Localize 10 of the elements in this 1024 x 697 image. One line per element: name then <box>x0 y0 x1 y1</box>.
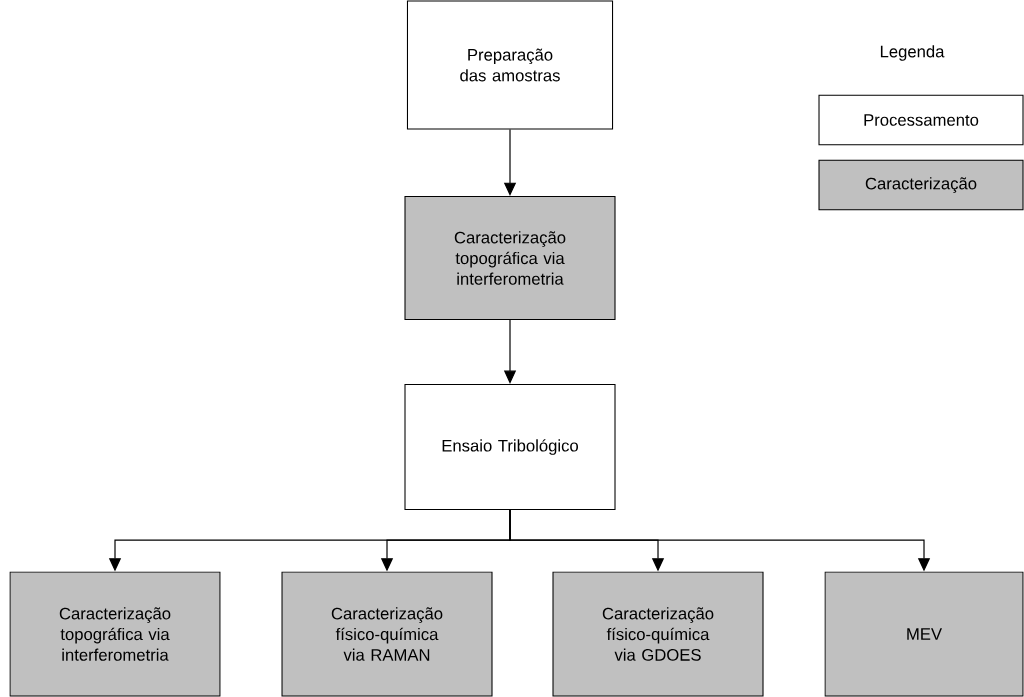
legend-box: Processamento <box>818 94 1024 146</box>
characterization-box: Caracterização físico-química via RAMAN <box>281 571 493 697</box>
process-box: Preparação das amostras <box>406 0 614 130</box>
characterization-box: Caracterização físico-química via GDOES <box>552 571 764 697</box>
characterization-box: Caracterização topográfica via interferometria <box>9 571 221 697</box>
legend-box: Caracterização <box>818 159 1024 211</box>
characterization-box: MEV <box>824 571 1024 697</box>
characterization-box: Caracterização topográfica via interferometria <box>404 196 616 320</box>
legend-title: Legenda <box>880 45 945 61</box>
process-box: Ensaio Tribológico <box>404 383 616 511</box>
